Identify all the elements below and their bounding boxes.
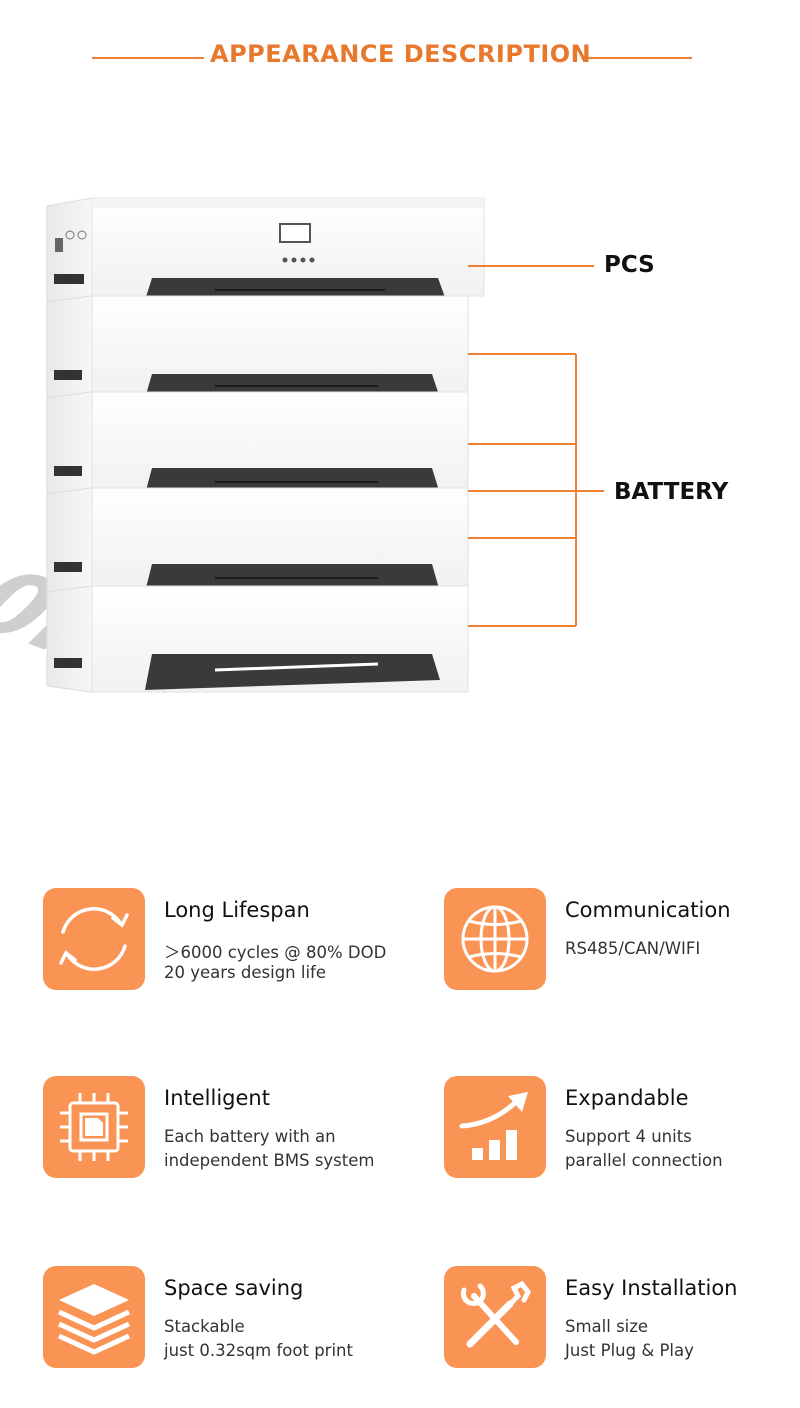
feature-line: Stackable [164, 1317, 245, 1336]
product-illustration: 20KW [0, 180, 800, 780]
growth-chart-icon [459, 1092, 528, 1160]
feature-line: Each battery with an [164, 1127, 336, 1146]
chip-icon [60, 1093, 128, 1161]
pcs-label: PCS [604, 252, 655, 278]
feature-icon-box [444, 888, 546, 990]
battery-module-1 [46, 295, 469, 399]
feature-expandable: Expandable Support 4 units parallel conn… [444, 1076, 800, 1186]
feature-line: parallel connection [565, 1151, 723, 1170]
battery-module-3 [46, 487, 469, 593]
feature-intelligent: Intelligent Each battery with an indepen… [43, 1076, 403, 1186]
feature-icon-box [43, 888, 145, 990]
feature-icon-box [444, 1266, 546, 1368]
feature-line: ＞6000 cycles @ 80% DOD [164, 943, 387, 962]
globe-icon [461, 905, 529, 973]
page-title: APPEARANCE DESCRIPTION [210, 40, 592, 68]
feature-line: Small size [565, 1317, 649, 1336]
cycle-arrows-icon [59, 907, 129, 971]
section-header: APPEARANCE DESCRIPTION [0, 36, 800, 80]
feature-line: Support 4 units [565, 1127, 692, 1146]
header-rule-right [588, 57, 692, 59]
feature-long-lifespan: Long Lifespan ＞6000 cycles @ 80% DOD 20 … [43, 888, 403, 998]
feature-icon-box [43, 1076, 145, 1178]
feature-title: Space saving [164, 1276, 304, 1300]
feature-line: independent BMS system [164, 1151, 375, 1170]
header-rule-left [92, 57, 204, 59]
feature-communication: Communication RS485/CAN/WIFI [444, 888, 800, 998]
battery-stack-image: 20KW [0, 197, 604, 717]
feature-title: Long Lifespan [164, 898, 310, 922]
feature-icon-box [444, 1076, 546, 1178]
feature-space-saving: Space saving Stackable just 0.32sqm foot… [43, 1266, 403, 1376]
tools-icon [460, 1280, 531, 1348]
callout-lines [468, 265, 604, 627]
battery-module-2 [46, 391, 469, 495]
layers-icon [57, 1284, 131, 1355]
feature-easy-installation: Easy Installation Small size Just Plug &… [444, 1266, 800, 1376]
pcs-module [46, 197, 485, 303]
feature-line: Just Plug & Play [565, 1341, 694, 1360]
battery-module-4 [46, 585, 469, 693]
feature-line: just 0.32sqm foot print [164, 1341, 353, 1360]
feature-title: Expandable [565, 1086, 689, 1110]
feature-line: 20 years design life [164, 963, 327, 982]
feature-title: Easy Installation [565, 1276, 738, 1300]
feature-icon-box [43, 1266, 145, 1368]
battery-label: BATTERY [614, 479, 729, 505]
feature-title: Communication [565, 898, 731, 922]
feature-line: RS485/CAN/WIFI [565, 939, 701, 958]
feature-title: Intelligent [164, 1086, 270, 1110]
